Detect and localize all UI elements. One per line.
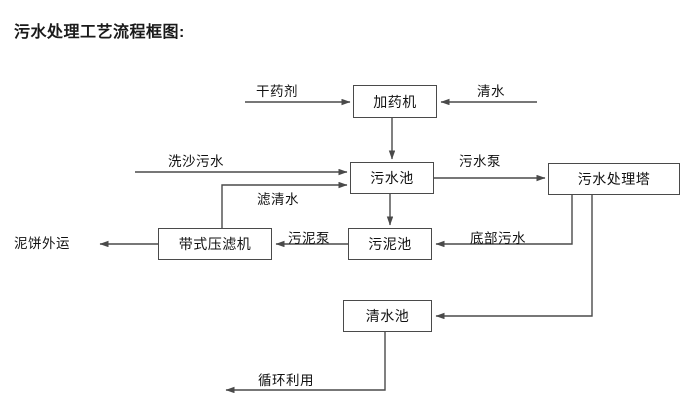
edge-label-sludge-pump: 污泥泵: [288, 231, 330, 246]
page-title: 污水处理工艺流程框图:: [14, 24, 185, 41]
node-label: 带式压滤机: [178, 236, 252, 252]
edge-label-clean-water: 清水: [477, 84, 505, 99]
node-label: 加药机: [373, 93, 417, 110]
edge-label-filtered-clear-water: 滤清水: [257, 192, 299, 207]
node-label: 污水处理塔: [577, 171, 651, 187]
edge-label-sewage-pump: 污水泵: [459, 154, 501, 169]
node-wastewater-pool[interactable]: 污水池: [350, 162, 434, 194]
edge-treatment-tower-to-sludge-pool: [435, 195, 573, 248]
node-label: 清水池: [365, 308, 410, 324]
node-treatment-tower[interactable]: 污水处理塔: [548, 163, 680, 195]
node-dosing-machine[interactable]: 加药机: [353, 85, 437, 118]
edge-clearwater-pool-to-recycle: [225, 332, 386, 394]
node-label: 污水池: [370, 170, 414, 186]
edge-treatment-tower-to-clearwater-pool: [435, 195, 593, 320]
edge-belt-filter-press-to-wastewater-pool: [221, 181, 348, 228]
node-clearwater-pool[interactable]: 清水池: [343, 300, 432, 332]
edge-label-sand-wash-sewage: 洗沙污水: [168, 154, 224, 169]
endpoint-label-mud-cake-export: 泥饼外运: [14, 236, 70, 251]
node-belt-filter-press[interactable]: 带式压滤机: [158, 228, 272, 260]
edge-label-recycle-reuse: 循环利用: [258, 373, 314, 388]
edge-label-bottom-sewage: 底部污水: [470, 231, 526, 246]
node-label: 污泥池: [368, 236, 412, 252]
node-sludge-pool[interactable]: 污泥池: [348, 228, 432, 260]
edge-label-dry-chemical: 干药剂: [256, 84, 298, 99]
